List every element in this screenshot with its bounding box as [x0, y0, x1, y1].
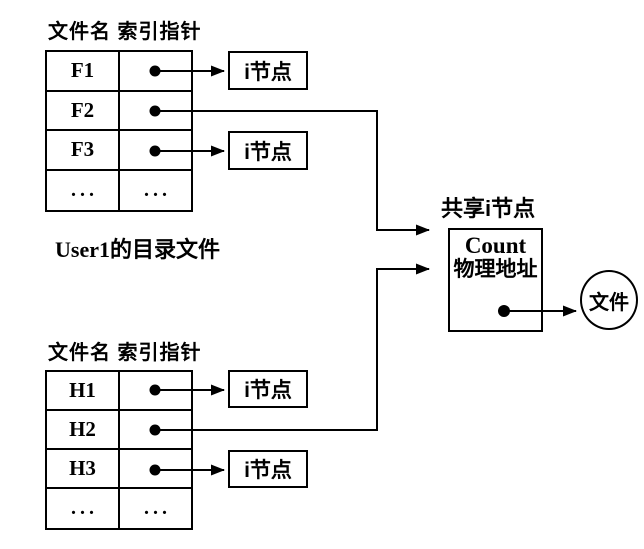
user2-directory-table: H1 H2 H3 ... ...	[45, 370, 193, 530]
file-name-cell-ellipsis: ...	[47, 170, 120, 210]
file-circle: 文件	[580, 270, 638, 330]
index-pointer-cell-h3	[120, 450, 191, 489]
file-name-cell-h1: H1	[47, 372, 120, 411]
shared-inode-box: Count 物理地址	[448, 228, 543, 332]
index-pointer-cell-h1	[120, 372, 191, 411]
physical-address-label: 物理地址	[453, 258, 538, 282]
top-table-header: 文件名 索引指针	[48, 21, 202, 43]
user1-directory-table: F1 F2 F3 ... ...	[45, 50, 193, 212]
file-name-cell-h2: H2	[47, 411, 120, 450]
index-pointer-cell-h2	[120, 411, 191, 450]
shared-inode-title: 共享i节点	[441, 196, 536, 221]
file-name-cell-f3: F3	[47, 131, 120, 171]
inode-box-h3: i节点	[228, 450, 308, 488]
inode-box-h1: i节点	[228, 370, 308, 408]
index-pointer-cell-f3	[120, 131, 191, 171]
f2-to-shared-inode-arrow	[155, 110, 430, 236]
file-name-cell-h3: H3	[47, 450, 120, 489]
inode-box-f3: i节点	[228, 131, 308, 170]
user1-directory-caption: User1的目录文件	[55, 237, 220, 262]
bottom-table-header: 文件名 索引指针	[48, 342, 202, 364]
index-pointer-cell-f1	[120, 52, 191, 92]
index-pointer-cell-f2	[120, 92, 191, 131]
index-pointer-cell-ellipsis: ...	[144, 497, 171, 519]
count-label: Count	[464, 233, 527, 258]
index-pointer-cell-ellipsis: ...	[144, 178, 171, 201]
file-name-cell-ellipsis: ...	[47, 489, 120, 528]
file-name-cell-f2: F2	[47, 91, 120, 131]
file-name-cell-f1: F1	[47, 52, 120, 92]
inode-box-f1: i节点	[228, 51, 308, 90]
